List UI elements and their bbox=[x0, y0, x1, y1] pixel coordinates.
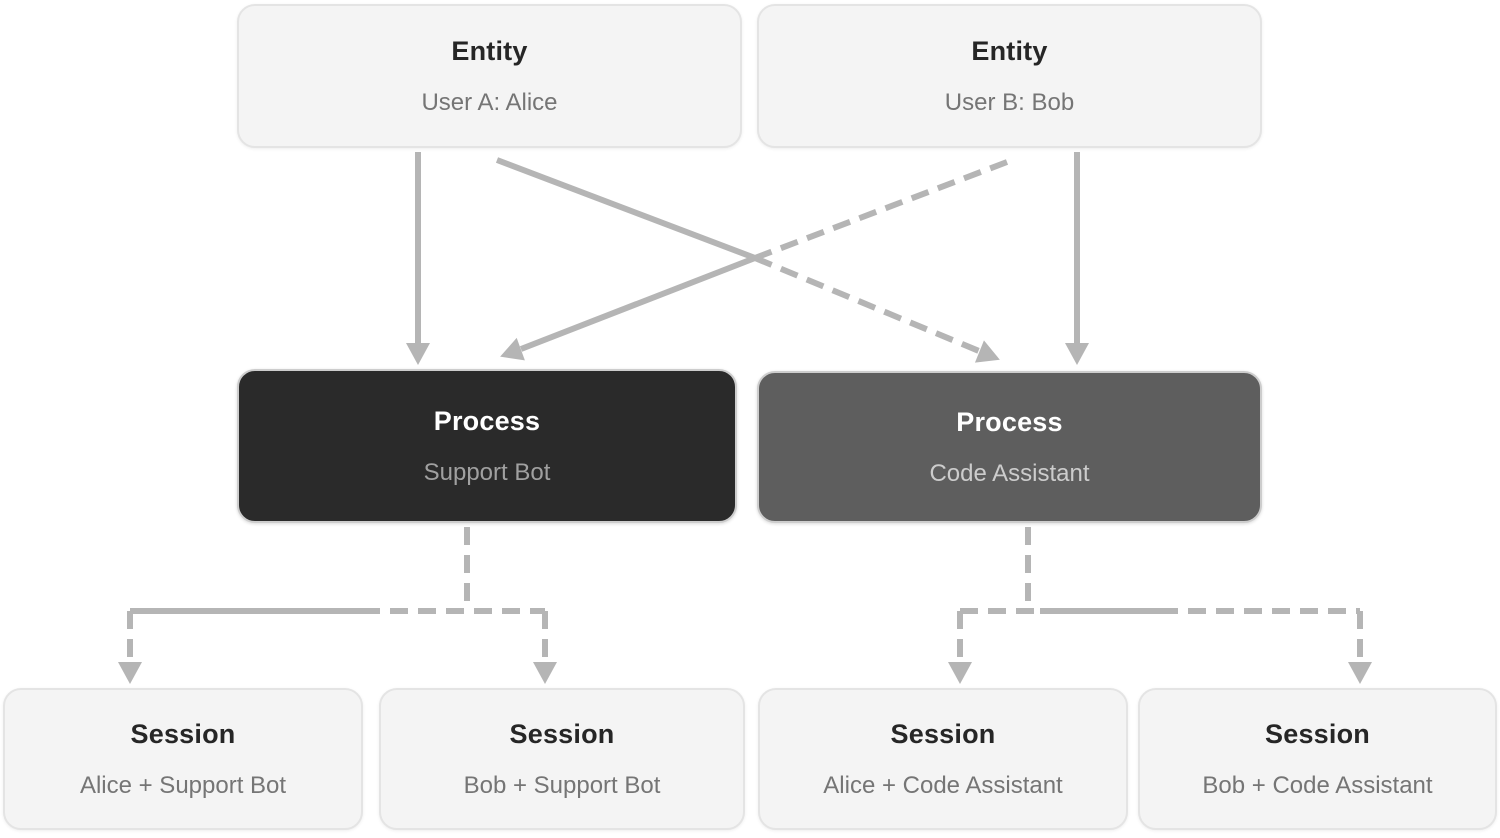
node-type-label: Session bbox=[890, 718, 996, 749]
arrowhead-icon bbox=[974, 340, 1000, 363]
node-session-bob-support: Session Bob + Support Bot bbox=[379, 688, 745, 830]
node-type-label: Entity bbox=[451, 35, 528, 66]
node-session-bob-code: Session Bob + Code Assistant bbox=[1138, 688, 1497, 830]
node-type-label: Process bbox=[956, 406, 1063, 437]
node-entity-user-a: Entity User A: Alice bbox=[237, 4, 742, 148]
node-entity-user-b: Entity User B: Bob bbox=[757, 4, 1262, 148]
connector-segment bbox=[753, 255, 981, 354]
node-subtitle: Code Assistant bbox=[929, 459, 1090, 487]
arrowhead-icon bbox=[533, 662, 557, 684]
arrowhead-icon bbox=[500, 337, 525, 361]
arrowhead-icon bbox=[406, 343, 430, 365]
arrowhead-icon bbox=[118, 662, 142, 684]
node-process-support-bot: Process Support Bot bbox=[237, 369, 737, 523]
node-subtitle: User B: Bob bbox=[944, 88, 1075, 116]
arrowhead-icon bbox=[1348, 662, 1372, 684]
node-type-label: Session bbox=[1265, 718, 1370, 749]
node-subtitle: Alice + Support Bot bbox=[79, 771, 287, 799]
node-subtitle: Support Bot bbox=[423, 458, 551, 486]
connector-segment bbox=[495, 157, 757, 261]
node-session-alice-support: Session Alice + Support Bot bbox=[3, 688, 363, 830]
node-subtitle: Bob + Code Assistant bbox=[1202, 771, 1433, 799]
node-session-alice-code: Session Alice + Code Assistant bbox=[758, 688, 1128, 830]
connector-segment bbox=[753, 159, 1009, 261]
arrowhead-icon bbox=[948, 662, 972, 684]
node-type-label: Entity bbox=[971, 35, 1048, 66]
node-type-label: Process bbox=[433, 405, 541, 436]
node-subtitle: User A: Alice bbox=[421, 88, 558, 116]
node-process-code-assistant: Process Code Assistant bbox=[757, 371, 1262, 523]
node-type-label: Session bbox=[130, 718, 236, 749]
node-type-label: Session bbox=[509, 718, 615, 749]
node-subtitle: Bob + Support Bot bbox=[463, 771, 661, 799]
connector-segment bbox=[519, 255, 757, 352]
arrowhead-icon bbox=[1065, 343, 1089, 365]
node-subtitle: Alice + Code Assistant bbox=[823, 771, 1063, 799]
